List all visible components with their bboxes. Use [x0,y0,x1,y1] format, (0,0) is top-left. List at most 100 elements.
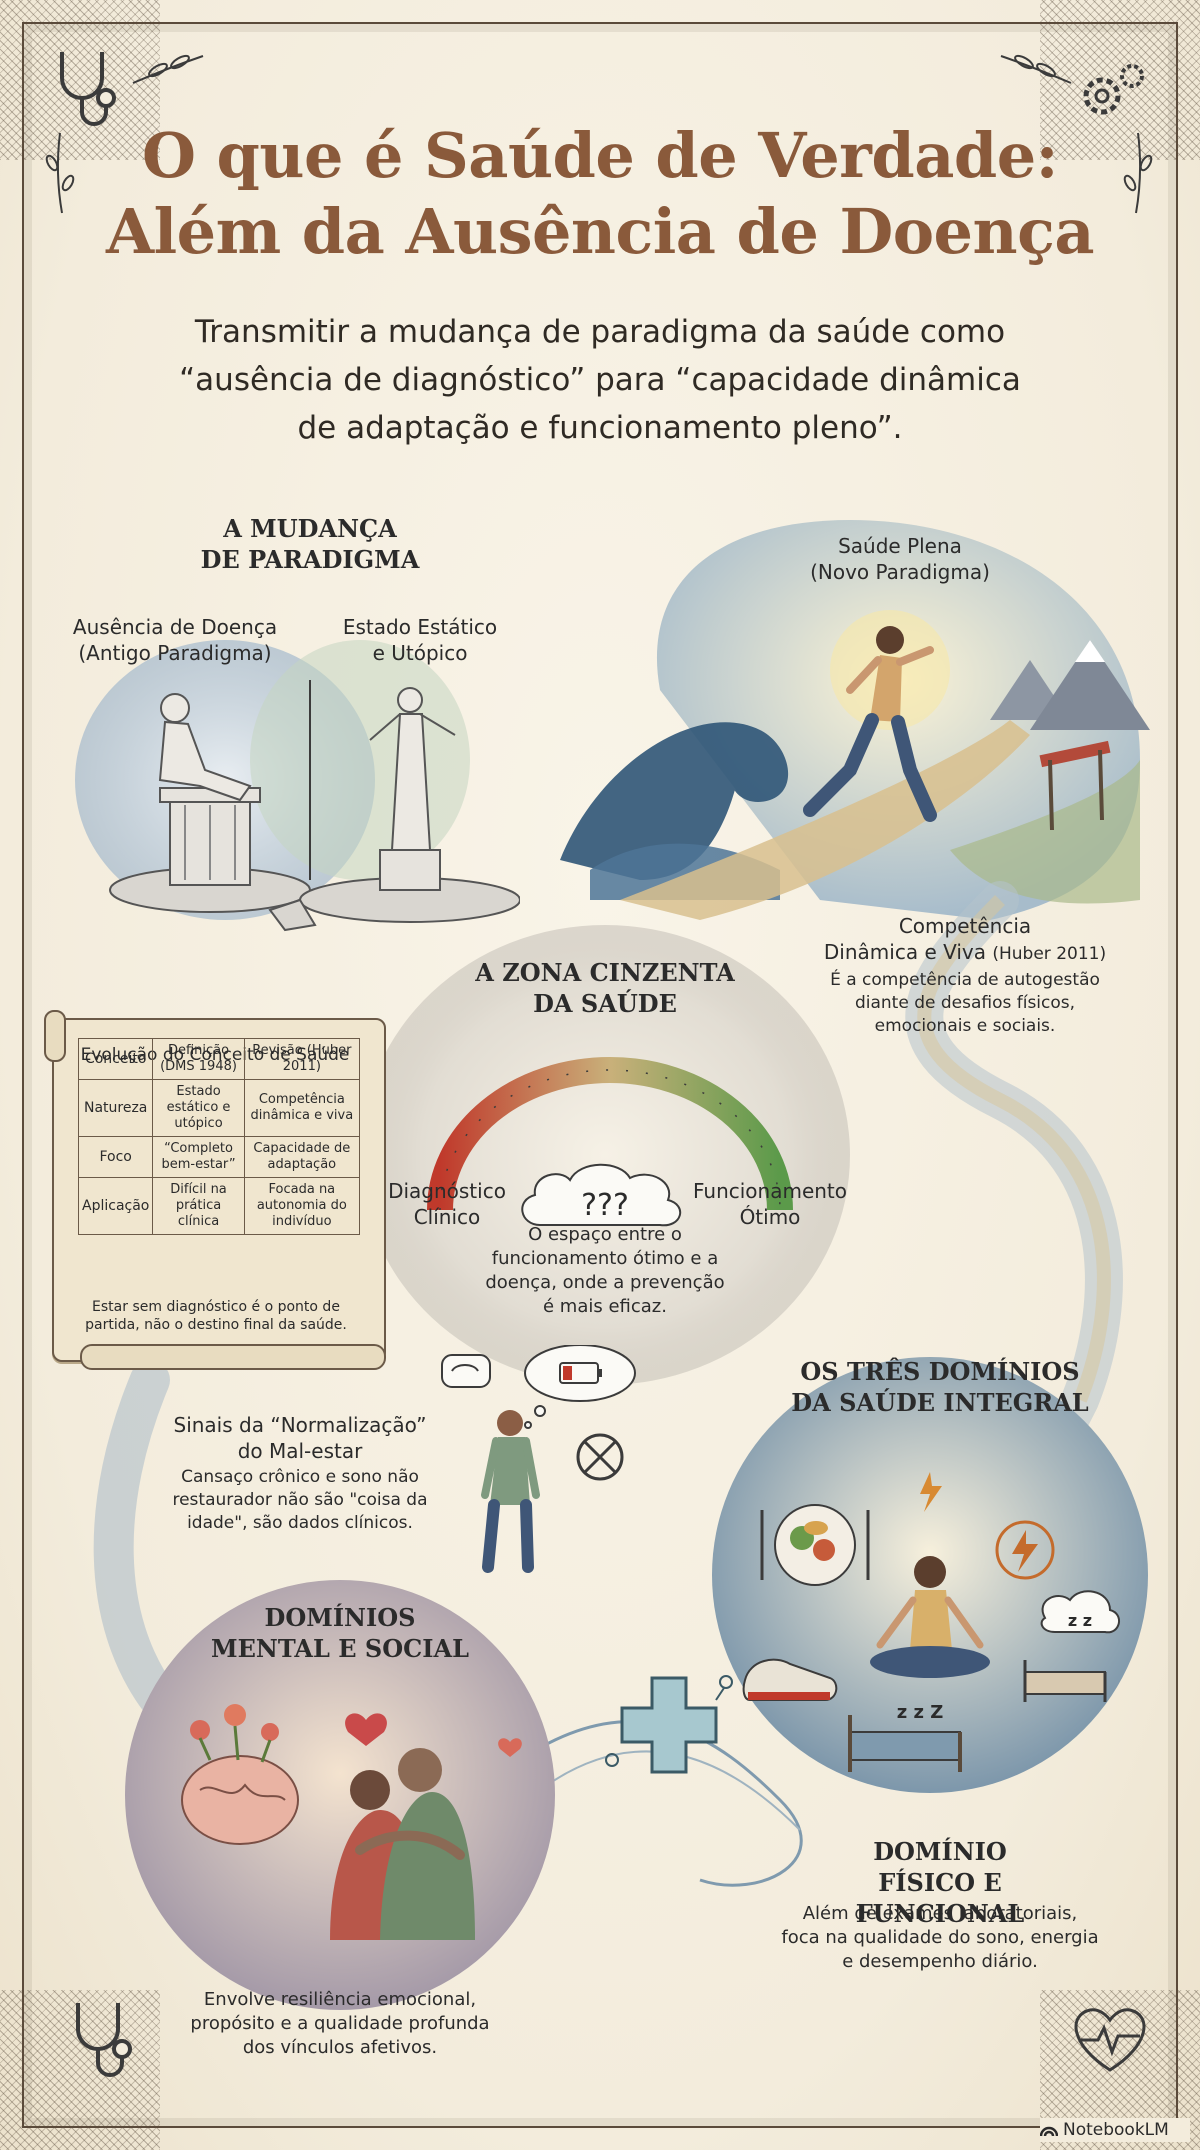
clinical-diagnosis-line-2: Clínico [413,1205,481,1229]
tired-man-illustration [441,1345,636,1573]
speech-bubble-icon [441,1354,491,1388]
connector-swirl-2 [539,1750,801,1831]
lightning-icon [920,1472,1055,1580]
evolution-footer-line-1: Estar sem diagnóstico é o ponto de [92,1299,340,1315]
subtitle-line-3: de adaptação e funcionamento pleno”. [297,410,903,446]
competence-block: Competência Dinâmica e Viva (Huber 2011)… [800,913,1130,1038]
competence-desc-line-2: diante de desafios físicos, [854,993,1076,1013]
zzz-small: z z [1068,1611,1092,1630]
stream-right-gold [917,895,1111,1403]
health-gauge: ??? [427,1057,793,1227]
optimal-functioning-label: Funcionamento Ótimo [690,1178,850,1230]
bed-bottom-icon: z z Z [848,1702,962,1772]
static-state-line-2: e Utópico [372,641,468,665]
competence-title-line-2: Dinâmica e Viva [823,940,986,964]
static-state-line-1: Estado Estático [342,615,498,639]
competence-title-line-1: Competência [898,914,1032,938]
table-cell: Natureza [77,1079,154,1137]
question-marks: ??? [581,1188,629,1223]
title-line-2: Além da Ausência de Doença [105,195,1095,268]
mental-social-illustration [181,1704,522,1940]
question-cloud-icon: ??? [521,1163,682,1227]
table-cell: “Completo bem-estar” [152,1136,245,1178]
competence-citation: (Huber 2011) [992,944,1107,964]
stream-left [93,1360,180,1720]
full-health-label: Saúde Plena (Novo Paradigma) [770,533,1030,585]
stethoscope-bottom-icon [76,2003,132,2077]
heart-pulse-icon [1074,2008,1146,2072]
table-header-cell: Conceito [77,1038,154,1080]
sleep-cloud-icon: z z [1040,1590,1120,1634]
clinical-diagnosis-label: Diagnóstico Clínico [372,1178,522,1230]
connector-swirl [519,1720,803,1887]
sneaker-icon [742,1658,838,1701]
paradigm-heading-line-1: A MUDANÇA [223,514,397,543]
corner-hatch-top-right [1040,0,1200,160]
old-paradigm-line-1: Ausência de Doença [72,615,278,639]
table-row: Foco “Completo bem-estar” Capacidade de … [77,1136,361,1178]
normalization-block: Sinais da “Normalização” do Mal-estar Ca… [160,1412,440,1535]
notebooklm-logo-icon [1040,2126,1058,2137]
full-health-line-1: Saúde Plena [838,534,962,558]
mountain-snowcap [1075,640,1105,662]
gears-icon [1083,64,1144,115]
grey-zone-heading: A ZONA CINZENTA DA SAÚDE [460,957,750,1019]
physical-heading-line-2: FÍSICO E FUNCIONAL [855,1868,1025,1928]
normalization-desc-line-3: idade", são dados clínicos. [187,1513,413,1533]
wave-icon [560,722,789,880]
blooming-brain-icon [181,1704,299,1845]
grey-zone-desc-line-3: doença, onde a prevenção [485,1272,725,1293]
leaf-sprig-icon [132,54,204,84]
winding-path [620,720,1030,920]
normalization-title-line-2: do Mal-estar [237,1439,363,1463]
gauge-arc [427,1057,793,1211]
mental-social-heading-line-1: DOMÍNIOS [264,1603,416,1632]
normalization-desc-line-2: restaurador não são "coisa da [172,1490,428,1510]
standing-statue-icon [299,687,520,923]
mental-social-desc-line-1: Envolve resiliência emocional, [203,1989,477,2010]
table-header-row: Conceito Definição (DMS 1948) Revisão (H… [77,1038,361,1080]
title-line-1: O que é Saúde de Verdade: [141,119,1059,192]
low-battery-thought-icon [524,1345,636,1429]
three-domains-heading-line-1: OS TRÊS DOMÍNIOS [800,1357,1080,1386]
competence-desc-line-1: É a competência de autogestão [830,970,1100,990]
normalization-title-line-1: Sinais da “Normalização” [173,1413,427,1437]
page-subtitle: Transmitir a mudança de paradigma da saú… [150,308,1050,452]
physical-desc-line-3: e desempenho diário. [842,1951,1038,1972]
table-cell: Foco [77,1136,154,1178]
competence-desc-line-3: emocionais e sociais. [874,1016,1056,1036]
grey-zone-desc-line-4: é mais eficaz. [543,1296,667,1317]
mental-social-heading: DOMÍNIOS MENTAL E SOCIAL [205,1602,475,1664]
healthy-food-plate-icon [760,1504,870,1586]
grey-zone-desc-line-1: O espaço entre o [528,1224,682,1245]
leaf-branch-icon [45,132,75,214]
evolution-table-footer: Estar sem diagnóstico é o ponto de parti… [66,1298,366,1334]
heart-small-icon [498,1738,522,1757]
static-state-label: Estado Estático e Utópico [320,614,520,666]
table-row: Natureza Estado estático e utópico Compe… [77,1079,361,1137]
table-cell: Focada na autonomia do indivíduo [243,1177,361,1235]
optimal-functioning-line-2: Ótimo [739,1205,801,1229]
bed-right-icon [1023,1660,1107,1702]
full-health-line-2: (Novo Paradigma) [810,560,990,584]
physical-heading: DOMÍNIO FÍSICO E FUNCIONAL [800,1836,1080,1929]
mental-social-description: Envolve resiliência emocional, propósito… [170,1988,510,2060]
no-caffeine-icon [576,1433,624,1481]
table-cell: Aplicação [77,1177,154,1235]
seated-statue-icon [109,693,311,913]
road-barrier-icon [1039,740,1111,831]
table-header-cell: Revisão (Huber 2011) [243,1038,361,1080]
zzz-bed: z z Z [897,1702,944,1723]
physical-desc-line-2: foca na qualidade do sono, energia [781,1927,1099,1948]
physical-heading-line-1: DOMÍNIO [873,1837,1007,1866]
hugging-couple-icon [330,1748,475,1940]
paradigm-heading-line-2: DE PARADIGMA [200,545,420,574]
grey-zone-desc-line-2: funcionamento ótimo e a [491,1248,719,1269]
leaf-sprig-right-icon [1000,54,1072,84]
mountain-large [1030,640,1150,730]
table-row: Aplicação Difícil na prática clínica Foc… [77,1177,361,1235]
running-woman-icon [803,610,950,822]
grey-zone-heading-line-1: A ZONA CINZENTA [475,958,735,987]
statues-illustration [109,680,520,932]
